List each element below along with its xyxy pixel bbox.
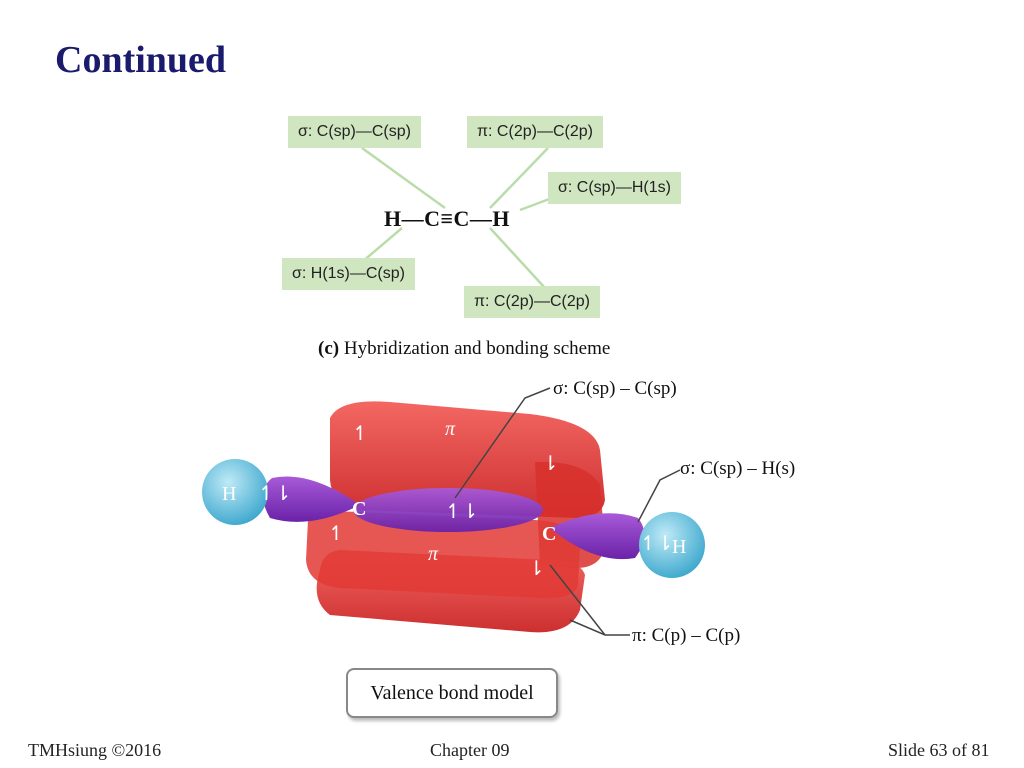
footer-center: Chapter 09 [430,740,510,760]
label-sigma-ch-right: σ: C(sp)—H(1s) [548,172,681,204]
spin-up-front: ↿ [328,521,345,545]
c-left-label: C [352,498,366,520]
label-sigma-cc: σ: C(sp)—C(sp) [288,116,421,148]
pi-top-label: π [445,418,456,440]
callout-sigma-ch: σ: C(sp) – H(s) [680,458,796,479]
c-right-label: C [542,523,556,545]
sp-lobe-left [262,476,360,522]
figure-caption: (c) Hybridization and bonding scheme [318,338,610,360]
spin-up-top: ↿ [352,421,369,445]
valence-bond-model-illustration: H H C C π π ↿⇂ ↿⇂ ↿⇂ ↿ ⇂ ↿ ⇂ [202,387,705,636]
h-right-label: H [672,536,686,558]
sigma-cc-lobe [353,488,543,532]
callout-line-sigma-ch [637,469,681,523]
footer-right: Slide 63 of 81 [888,740,990,760]
footer-left: TMHsiung ©2016 [28,740,162,760]
slide-title: Continued [55,39,227,81]
pi-mid-label: π [428,543,439,565]
label-pi-top: π: C(2p)—C(2p) [467,116,603,148]
spin-down-front: ⇂ [528,556,545,580]
acetylene-formula: H—C≡C—H [384,206,511,231]
sp-lobe-right [550,513,645,560]
spin-pair-right: ↿⇂ [640,531,674,555]
valence-bond-model-label: Valence bond model [346,668,558,718]
callout-line-sigma-cc [454,387,551,499]
spin-down-top: ⇂ [542,451,559,475]
caption-letter: (c) [318,338,340,359]
callout-sigma-cc: σ: C(sp) – C(sp) [553,378,677,399]
spin-pair-mid: ↿⇂ [445,499,479,523]
spin-pair-left: ↿⇂ [258,481,292,505]
pi-lobe-top [330,401,605,518]
pi-lobe-front [306,511,580,599]
h-left-label: H [222,483,236,505]
hydrogen-right [639,512,705,578]
label-pi-bottom: π: C(2p)—C(2p) [464,286,600,318]
callout-pi-cp: π: C(p) – C(p) [632,625,741,646]
label-sigma-hc-left: σ: H(1s)—C(sp) [282,258,415,290]
callout-line-pi-b [549,564,606,636]
caption-text: Hybridization and bonding scheme [343,338,611,359]
hydrogen-left [202,459,268,525]
